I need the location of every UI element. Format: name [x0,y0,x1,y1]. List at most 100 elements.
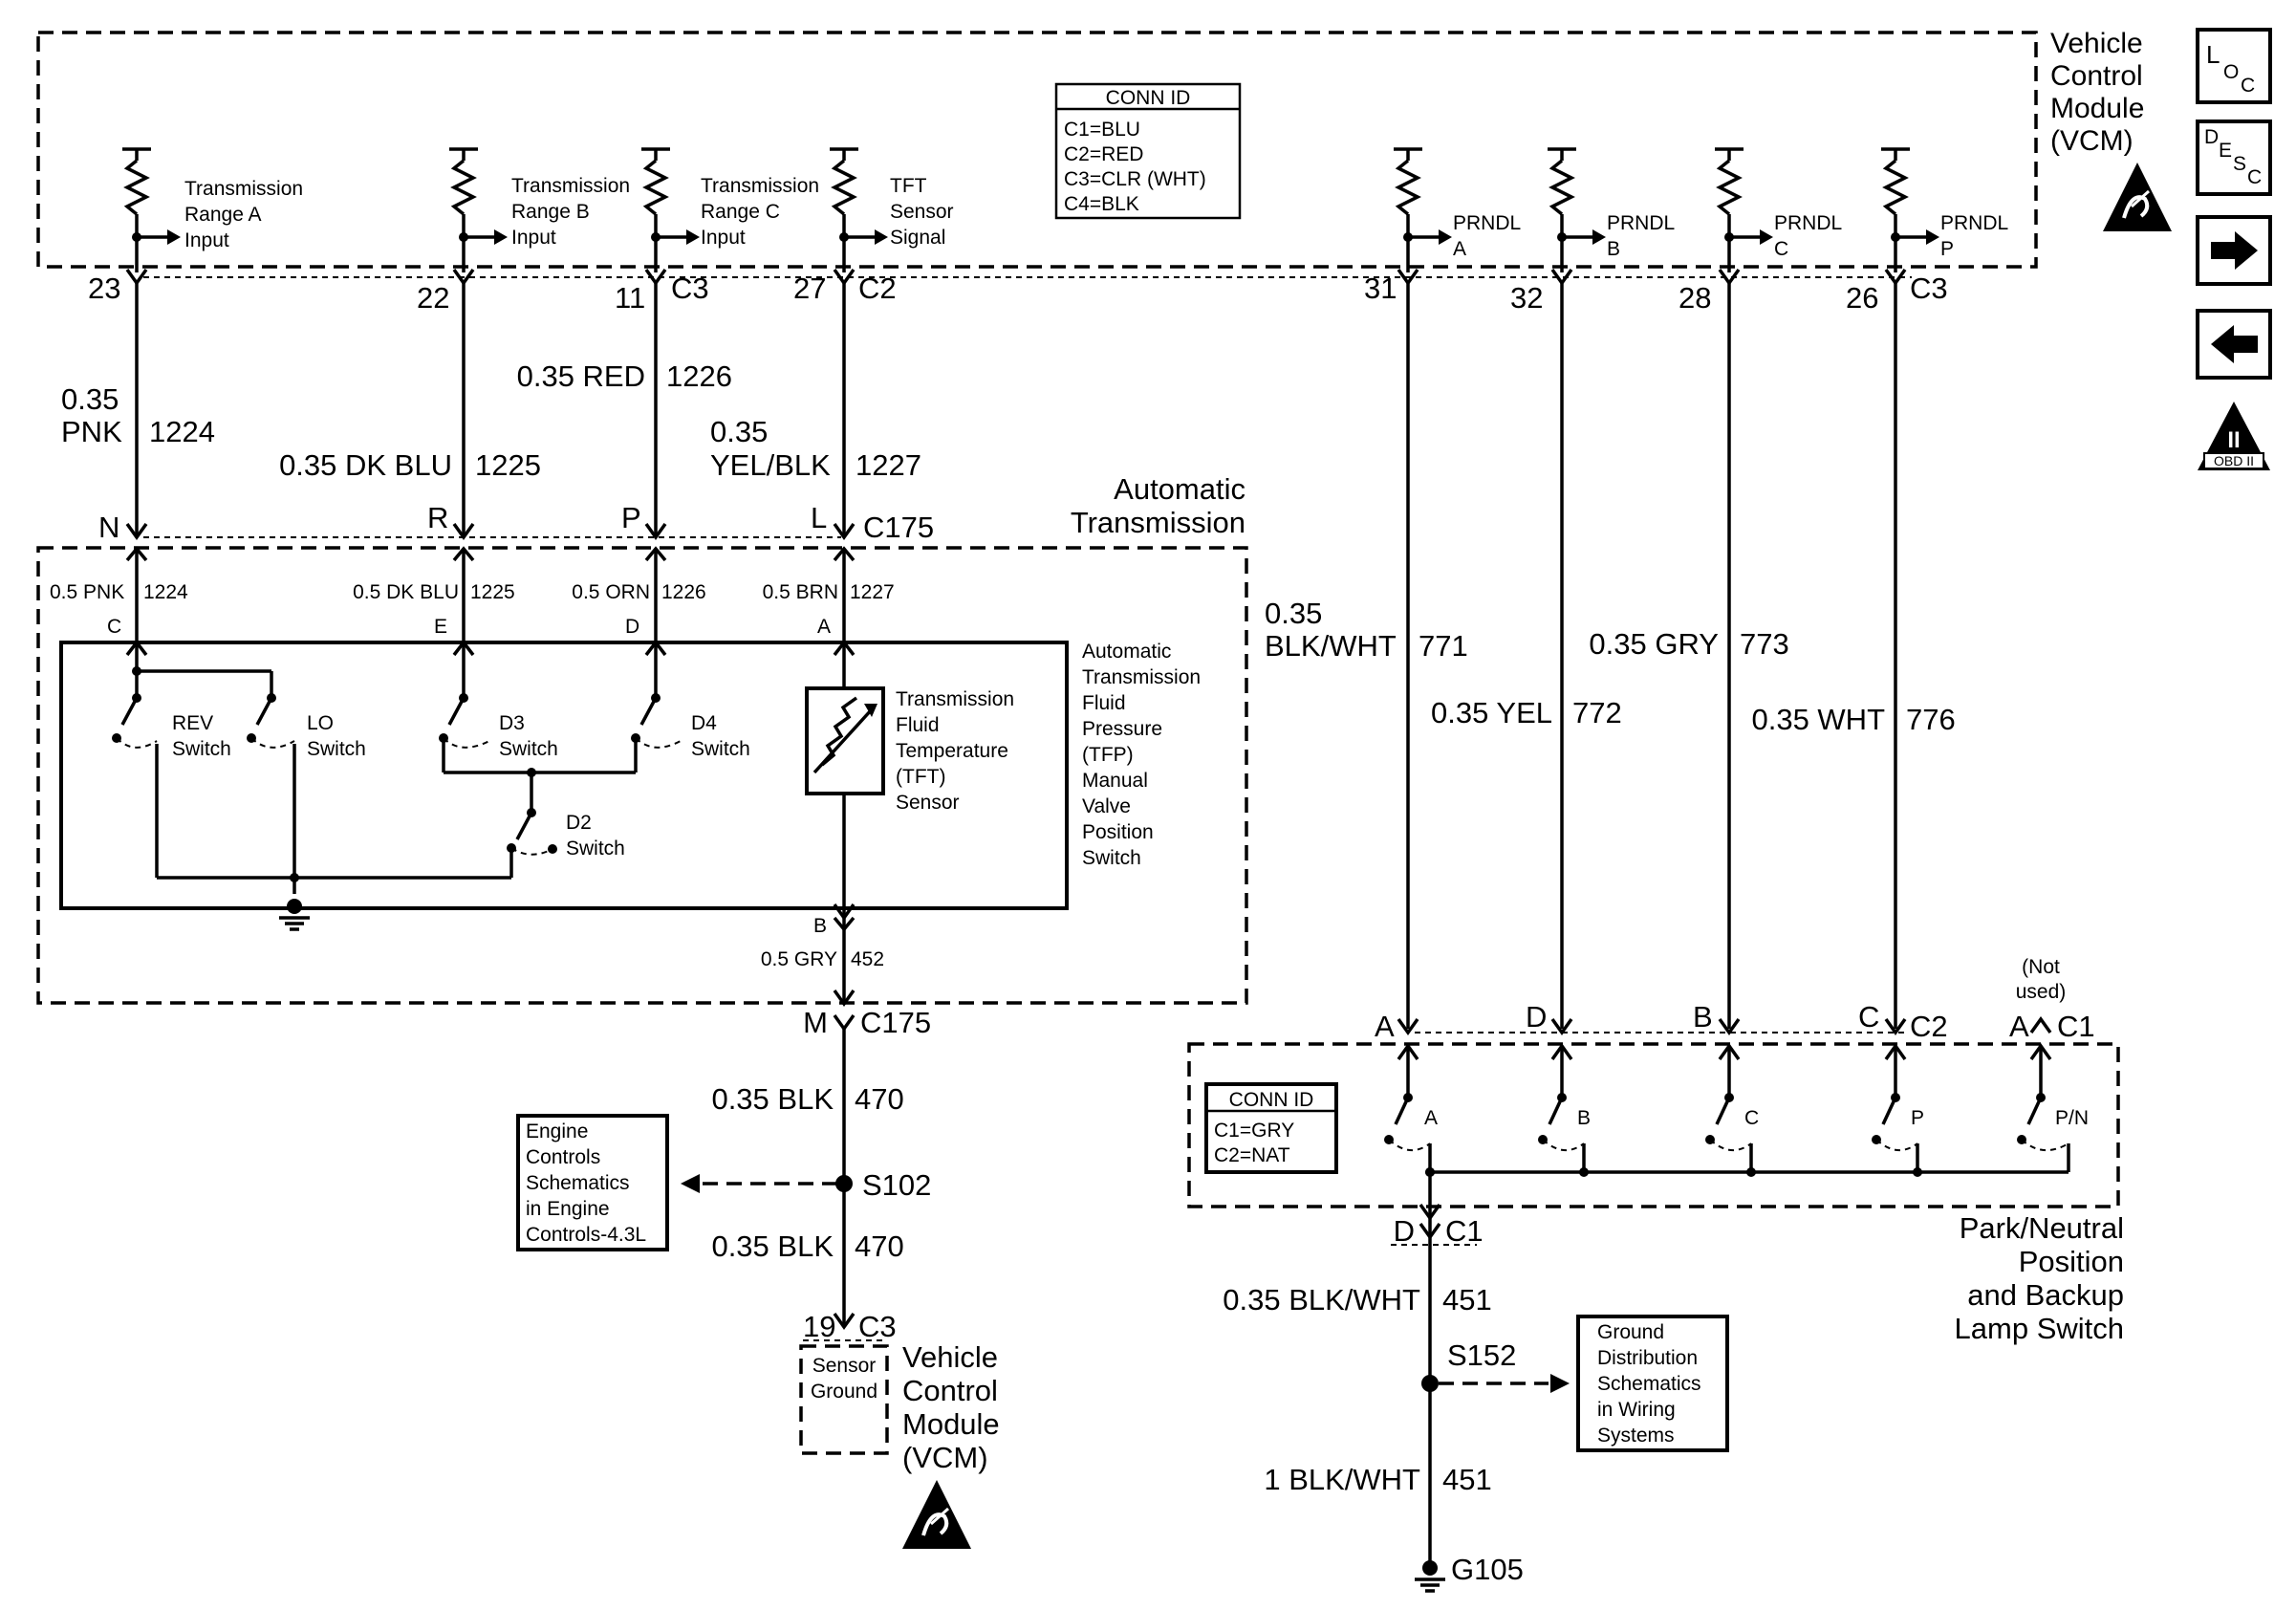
obd-ii-icon: II OBD II [2198,402,2270,470]
engine-ref-line-5: Controls-4.3L [526,1224,646,1246]
iwire-1225-circuit: 1225 [470,581,515,603]
pn-connector-c1: C1 [2057,1010,2095,1043]
trans-pin-b: B [813,915,827,937]
obd-roman-numeral: II [2227,427,2240,453]
esd-warning-icon [2103,163,2172,231]
conn-id-vcm-title: CONN ID [1106,87,1191,109]
wire-470a-circuit: 470 [855,1082,904,1116]
sensor-ground-label-2: Ground [811,1381,877,1403]
resistor-prndl-a [1394,147,1452,272]
tft-label-5: Sensor [896,792,960,814]
wire-1227-circuit: 1227 [856,448,921,482]
pn-switch-b: B [1538,1046,1591,1177]
vcm-top-module: Vehicle Control Module (VCM) [36,28,2172,269]
resistor-tft-signal [830,147,888,272]
prndl-c-label-1: PRNDL [1774,212,1842,234]
pn-switch-pn: P/N [2017,1046,2089,1172]
d4-switch-label-2: Switch [691,738,750,760]
pn-switch-c: C [1705,1046,1759,1177]
wire-1227-gauge: 0.35 [710,415,768,448]
wire-772-circuit: 772 [1572,696,1622,729]
iwire-1227-label: 0.5 BRN [763,581,838,603]
iwire-1226-circuit: 1226 [661,581,706,603]
prndl-resistors: PRNDL A PRNDL B PRNDL C PRNDL P [1394,147,2008,272]
splice-s152: S152 [1447,1338,1516,1372]
ground-ref-line-3: Schematics [1597,1373,1701,1395]
tft-label-4: (TFT) [896,766,945,788]
not-used-label-2: used) [2016,981,2067,1003]
pin-28: 28 [1679,281,1711,315]
pn-switch-label-2: Position [2019,1245,2124,1278]
obd-ii-button[interactable]: II OBD II [2198,402,2270,470]
next-arrow-button[interactable] [2196,215,2272,286]
iwire-1226-label: 0.5 ORN [572,581,650,603]
ground-ref-line-2: Distribution [1597,1347,1698,1369]
resistor-range-b [449,147,508,272]
vcm-input-labels: Transmission Range A Input Transmission … [184,175,954,251]
loc-letter-c: C [2241,75,2255,97]
wire-451a-label: 0.35 BLK/WHT [1223,1283,1420,1316]
range-a-label-3: Input [184,229,229,251]
pn-contact-pn: P/N [2055,1107,2089,1129]
conn-id-pn-box: CONN ID C1=GRY C2=NAT [1204,1082,1338,1174]
c175-connector-row: N R P L C175 [98,501,934,544]
wire-773-circuit: 773 [1740,627,1789,661]
range-b-label-3: Input [511,227,556,249]
c175-pin-r: R [427,501,448,534]
tft-label-3: Temperature [896,740,1008,762]
pin-22: 22 [417,281,449,315]
tft-signal-label-1: TFT [890,175,927,197]
wire-451b-label: 1 BLK/WHT [1264,1463,1420,1496]
conn-id-pn-line-1: C1=GRY [1214,1120,1294,1142]
conn-id-vcm-line-1: C1=BLU [1064,119,1140,141]
rev-switch-label-2: Switch [172,738,231,760]
prev-arrow-button[interactable] [2196,309,2272,380]
connector-c3-right: C3 [1910,272,1948,305]
tft-signal-label-2: Sensor [890,201,954,223]
desc-letter-s: S [2233,153,2246,175]
engine-ref-line-4: in Engine [526,1198,610,1220]
pn-switch-label-1: Park/Neutral [1960,1211,2124,1245]
auto-trans-label-2: Transmission [1071,506,1245,539]
trans-pin-a: A [817,616,831,638]
not-used-label-1: (Not [2022,956,2060,978]
ground-distribution-ref-box[interactable]: Ground Distribution Schematics in Wiring… [1576,1315,1729,1452]
connector-c3-left: C3 [671,272,709,305]
rev-switch-label-1: REV [172,712,213,734]
prndl-p-label-1: PRNDL [1940,212,2008,234]
d2-switch: D2 Switch [507,768,625,878]
pin-27: 27 [793,272,826,305]
c175-label-bottom: C175 [860,1006,931,1039]
wire-1224-gauge: 0.35 [61,382,119,416]
vcm-pin-19: 19 [803,1310,835,1343]
conn-id-vcm-box: CONN ID C1=BLU C2=RED C3=CLR (WHT) C4=BL… [1054,82,1242,220]
sensor-ground-path: B 0.5 GRY 452 M C175 0.35 BLK 470 S102 0… [681,915,931,1343]
engine-controls-ref-box[interactable]: Engine Controls Schematics in Engine Con… [516,1114,669,1251]
tfp-label-7: Valve [1082,795,1131,817]
wire-470b-label: 0.35 BLK [711,1229,834,1263]
d2-switch-label-2: Switch [566,838,625,859]
pn-switch-p: P [1872,1046,1924,1177]
prndl-a-label-2: A [1453,238,1466,260]
conn-id-vcm-line-3: C3=CLR (WHT) [1064,168,1206,190]
vcm-bottom-label-4: (VCM) [902,1441,988,1474]
resistor-range-c [641,147,700,272]
transmission-module: 0.5 PNK 1224 0.5 DK BLU 1225 0.5 ORN 122… [36,546,1248,1005]
tft-sensor: Transmission Fluid Temperature (TFT) Sen… [805,642,1014,922]
range-c-label-1: Transmission [701,175,819,197]
esd-warning-icon-bottom [902,1480,971,1549]
conn-id-pn-title: CONN ID [1229,1089,1314,1111]
resistor-prndl-c [1715,147,1773,272]
range-b-label-2: Range B [511,201,590,223]
pn-connector-row: A D B C C2 (Not used) A C1 [1375,956,2095,1043]
vcm-bottom-label-2: Control [902,1374,998,1407]
loc-button[interactable]: L O C [2196,28,2272,104]
pn-pin-a: A [1375,1010,1395,1043]
desc-button[interactable]: D E S C [2196,120,2272,196]
lo-switch-label-2: Switch [307,738,366,760]
pn-pin-d-bottom: D [1394,1214,1415,1248]
pin-31: 31 [1364,272,1397,305]
engine-ref-line-3: Schematics [526,1172,630,1194]
prndl-a-label-1: PRNDL [1453,212,1521,234]
